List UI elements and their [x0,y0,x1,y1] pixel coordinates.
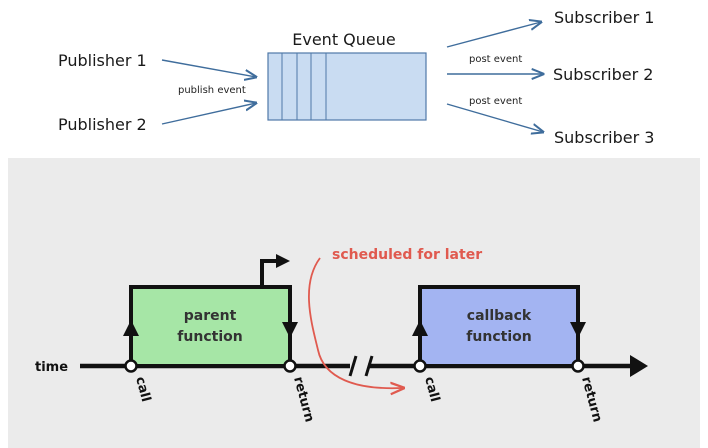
publish-arrow-1 [161,59,256,77]
callback-function-box [418,285,580,368]
scheduled-for-later-label: scheduled for later [332,247,482,263]
schedule-spout [260,259,276,287]
callback-call-label: call [421,375,442,403]
publish-arrow-2 [161,103,256,125]
event-queue-diagram: Event Queue Publisher 1 Publisher 2 publ… [0,0,708,158]
subscriber-3-label: Subscriber 3 [554,128,654,147]
subscriber-2-label: Subscriber 2 [553,65,653,84]
time-axis-arrowhead [630,355,648,377]
event-queue-box [267,52,427,121]
publish-event-label: publish event [178,85,246,96]
parent-call-label: call [132,375,153,403]
subscriber-1-label: Subscriber 1 [554,8,654,27]
parent-function-box [129,285,292,368]
callback-return-point [571,359,585,373]
parent-function-line-2: function [177,329,242,345]
parent-call-point [124,359,138,373]
post-event-label-2: post event [469,96,522,107]
event-queue-title: Event Queue [292,30,395,49]
scheduled-curve-arrow [308,257,402,388]
event-queue-svg: Event Queue Publisher 1 Publisher 2 publ… [58,8,654,147]
callback-timeline-panel [8,158,700,448]
schedule-spout-arrowhead [276,254,290,268]
parent-return-point [283,359,297,373]
post-event-label-1: post event [469,54,522,65]
publisher-2-label: Publisher 2 [58,115,147,134]
parent-function-line-1: parent [184,308,237,324]
parent-return-label: return [290,375,316,424]
axis-break-mark [364,355,374,377]
callback-function-line-2: function [466,329,531,345]
callback-function-line-1: callback [467,308,532,324]
post-arrow-3 [446,103,543,132]
callback-call-point [413,359,427,373]
callback-return-label: return [578,375,604,424]
post-arrow-1 [446,22,541,48]
time-axis-label: time [35,360,68,375]
axis-break-mark [348,355,358,377]
publisher-1-label: Publisher 1 [58,51,147,70]
